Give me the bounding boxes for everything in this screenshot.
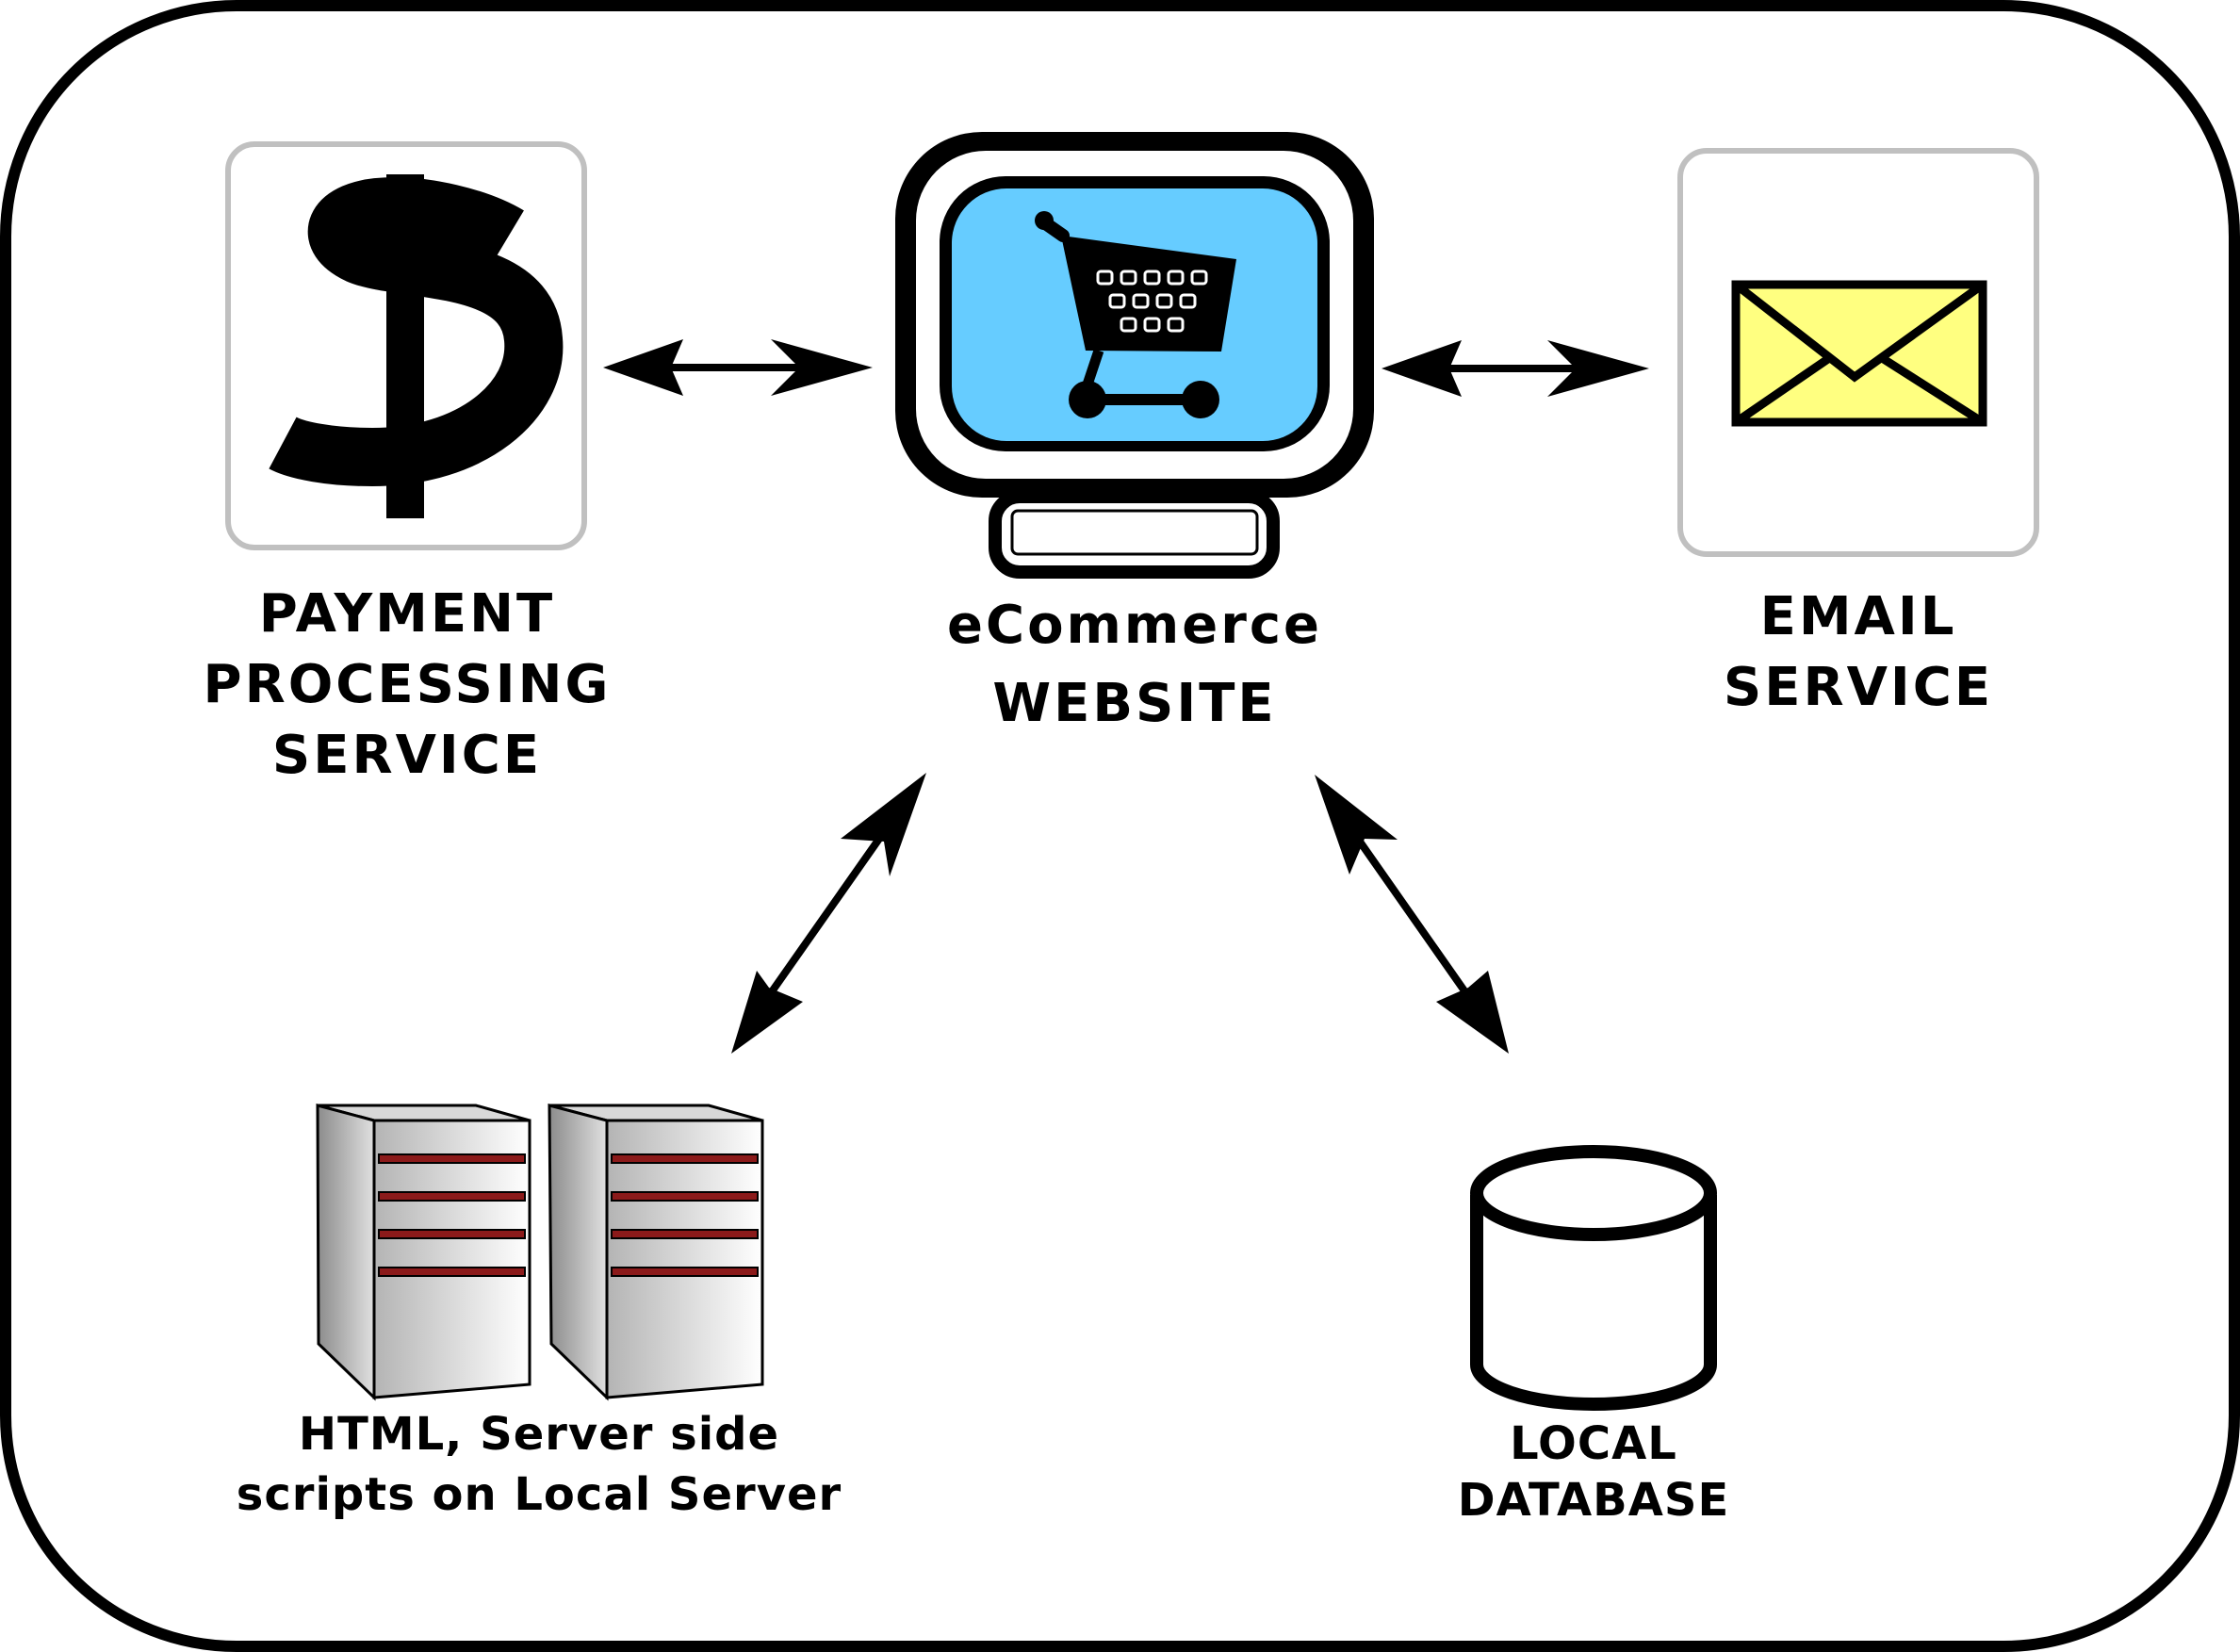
arrowhead	[771, 339, 873, 396]
database-node: LOCAL DATABASE	[1458, 1145, 1730, 1527]
email-node: EMAIL SERVICE	[1677, 148, 2039, 718]
arrowhead	[1382, 340, 1462, 397]
connector-website-database	[1315, 775, 1509, 1054]
arrowhead	[1547, 340, 1649, 397]
envelope-icon	[1731, 280, 1987, 427]
payment-label-line-3: SERVICE	[272, 725, 542, 786]
arrowhead	[603, 339, 683, 396]
arrowhead	[731, 971, 803, 1054]
website-node: eCommerce WEBSITE	[895, 132, 1374, 734]
database-label-line-1: LOCAL	[1510, 1417, 1677, 1470]
connector-website-email	[1382, 340, 1649, 397]
server-label-line-2: scripts on Local Server	[237, 1468, 842, 1521]
arrowhead	[1436, 971, 1509, 1054]
database-cylinder-icon	[1470, 1145, 1717, 1411]
connector-website-server	[731, 773, 926, 1054]
server-node: HTML, Server side scripts on Local Serve…	[237, 1104, 842, 1521]
payment-node: PAYMENT PROCESSING SERVICE	[204, 141, 612, 786]
connector-payment-website	[603, 339, 873, 396]
cart-glyph	[1035, 211, 1236, 418]
email-label-line-1: EMAIL	[1760, 586, 1957, 647]
server-label-line-1: HTML, Server side	[299, 1408, 779, 1461]
payment-label-line-1: PAYMENT	[259, 583, 555, 645]
website-label-line-2: WEBSITE	[992, 673, 1276, 734]
dollar-sign-icon	[269, 174, 564, 518]
payment-label-line-2: PROCESSING	[204, 654, 612, 715]
server-rack-icon	[316, 1104, 764, 1401]
email-label-line-2: SERVICE	[1724, 657, 1993, 718]
shopping-cart-monitor-icon	[895, 132, 1374, 579]
website-label-line-1: eCommerce	[947, 595, 1322, 656]
arrowhead	[1315, 775, 1398, 875]
database-label-line-2: DATABASE	[1458, 1474, 1730, 1527]
arrowhead	[841, 773, 926, 876]
